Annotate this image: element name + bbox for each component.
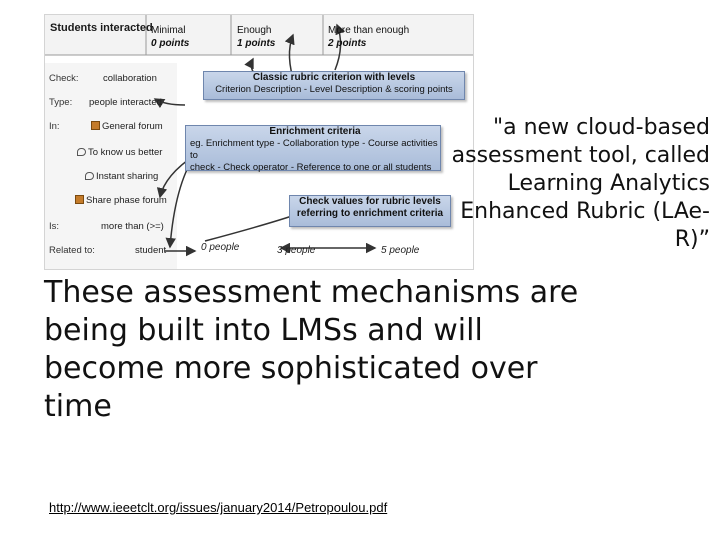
row-value-related: student	[135, 245, 167, 256]
row-key-related: Related to:	[49, 245, 95, 256]
quote-text: "a new cloud-based assessment tool, call…	[451, 115, 710, 252]
callout-title: Enrichment criteria	[269, 126, 361, 137]
scale-label-3: 3 people	[277, 245, 316, 256]
callout-text: eg. Enrichment type - Collaboration type…	[190, 138, 438, 161]
level-enough: Enough 1 points	[237, 24, 275, 50]
figure-grid-and-arrows	[45, 15, 473, 269]
callout-title: Classic rubric criterion with levels	[252, 72, 416, 83]
row-key-type: Type:	[49, 97, 73, 108]
forum-item: Instant sharing	[85, 171, 158, 182]
scale-label-5: 5 people	[381, 245, 420, 256]
row-value-type: people interacted	[89, 97, 162, 108]
row-key-in: In:	[49, 121, 60, 132]
main-statement: These assessment mechanisms are being bu…	[44, 275, 579, 424]
row-value-is: more than (>=)	[101, 221, 164, 232]
forum-icon	[91, 121, 100, 130]
source-link[interactable]: http://www.ieeetclt.org/issues/january20…	[49, 500, 388, 515]
level-name: Minimal	[151, 25, 186, 36]
callout-text: Criterion Description - Level Descriptio…	[215, 84, 453, 95]
row-key-is: Is:	[49, 221, 60, 232]
level-points: 2 points	[328, 38, 367, 49]
rubric-header-title: Students interacted	[50, 22, 153, 34]
forum-item: To know us better	[77, 147, 162, 158]
scale-label-0: 0 people	[201, 242, 240, 253]
level-points: 1 points	[237, 38, 276, 49]
forum-label: General forum	[102, 121, 163, 132]
level-name: Enough	[237, 25, 272, 36]
forum-item: General forum	[91, 121, 163, 132]
level-more-than-enough: More than enough 2 points	[328, 24, 409, 50]
level-name: More than enough	[328, 25, 410, 36]
forum-label: Share phase forum	[86, 195, 167, 206]
callout-text: referring to enrichment criteria	[296, 208, 444, 219]
forum-icon	[75, 195, 84, 204]
row-value-check: collaboration	[103, 73, 157, 84]
forum-label: Instant sharing	[96, 171, 159, 182]
forum-item: Share phase forum	[75, 195, 167, 206]
callout-title: Check values for rubric levels	[299, 196, 441, 207]
chat-icon	[85, 172, 94, 180]
level-points: 0 points	[151, 38, 190, 49]
callout-check-values: Check values for rubric levels referring…	[289, 195, 451, 227]
callout-classic-criterion: Classic rubric criterion with levels Cri…	[203, 71, 465, 100]
forum-label: To know us better	[88, 147, 163, 158]
callout-text: check - Check operator - Reference to on…	[190, 162, 432, 173]
rubric-figure: Students interacted Minimal 0 points Eno…	[44, 14, 474, 270]
level-minimal: Minimal 0 points	[151, 24, 189, 50]
row-key-check: Check:	[49, 73, 79, 84]
callout-enrichment-criteria: Enrichment criteria eg. Enrichment type …	[185, 125, 441, 173]
chat-icon	[77, 148, 86, 156]
